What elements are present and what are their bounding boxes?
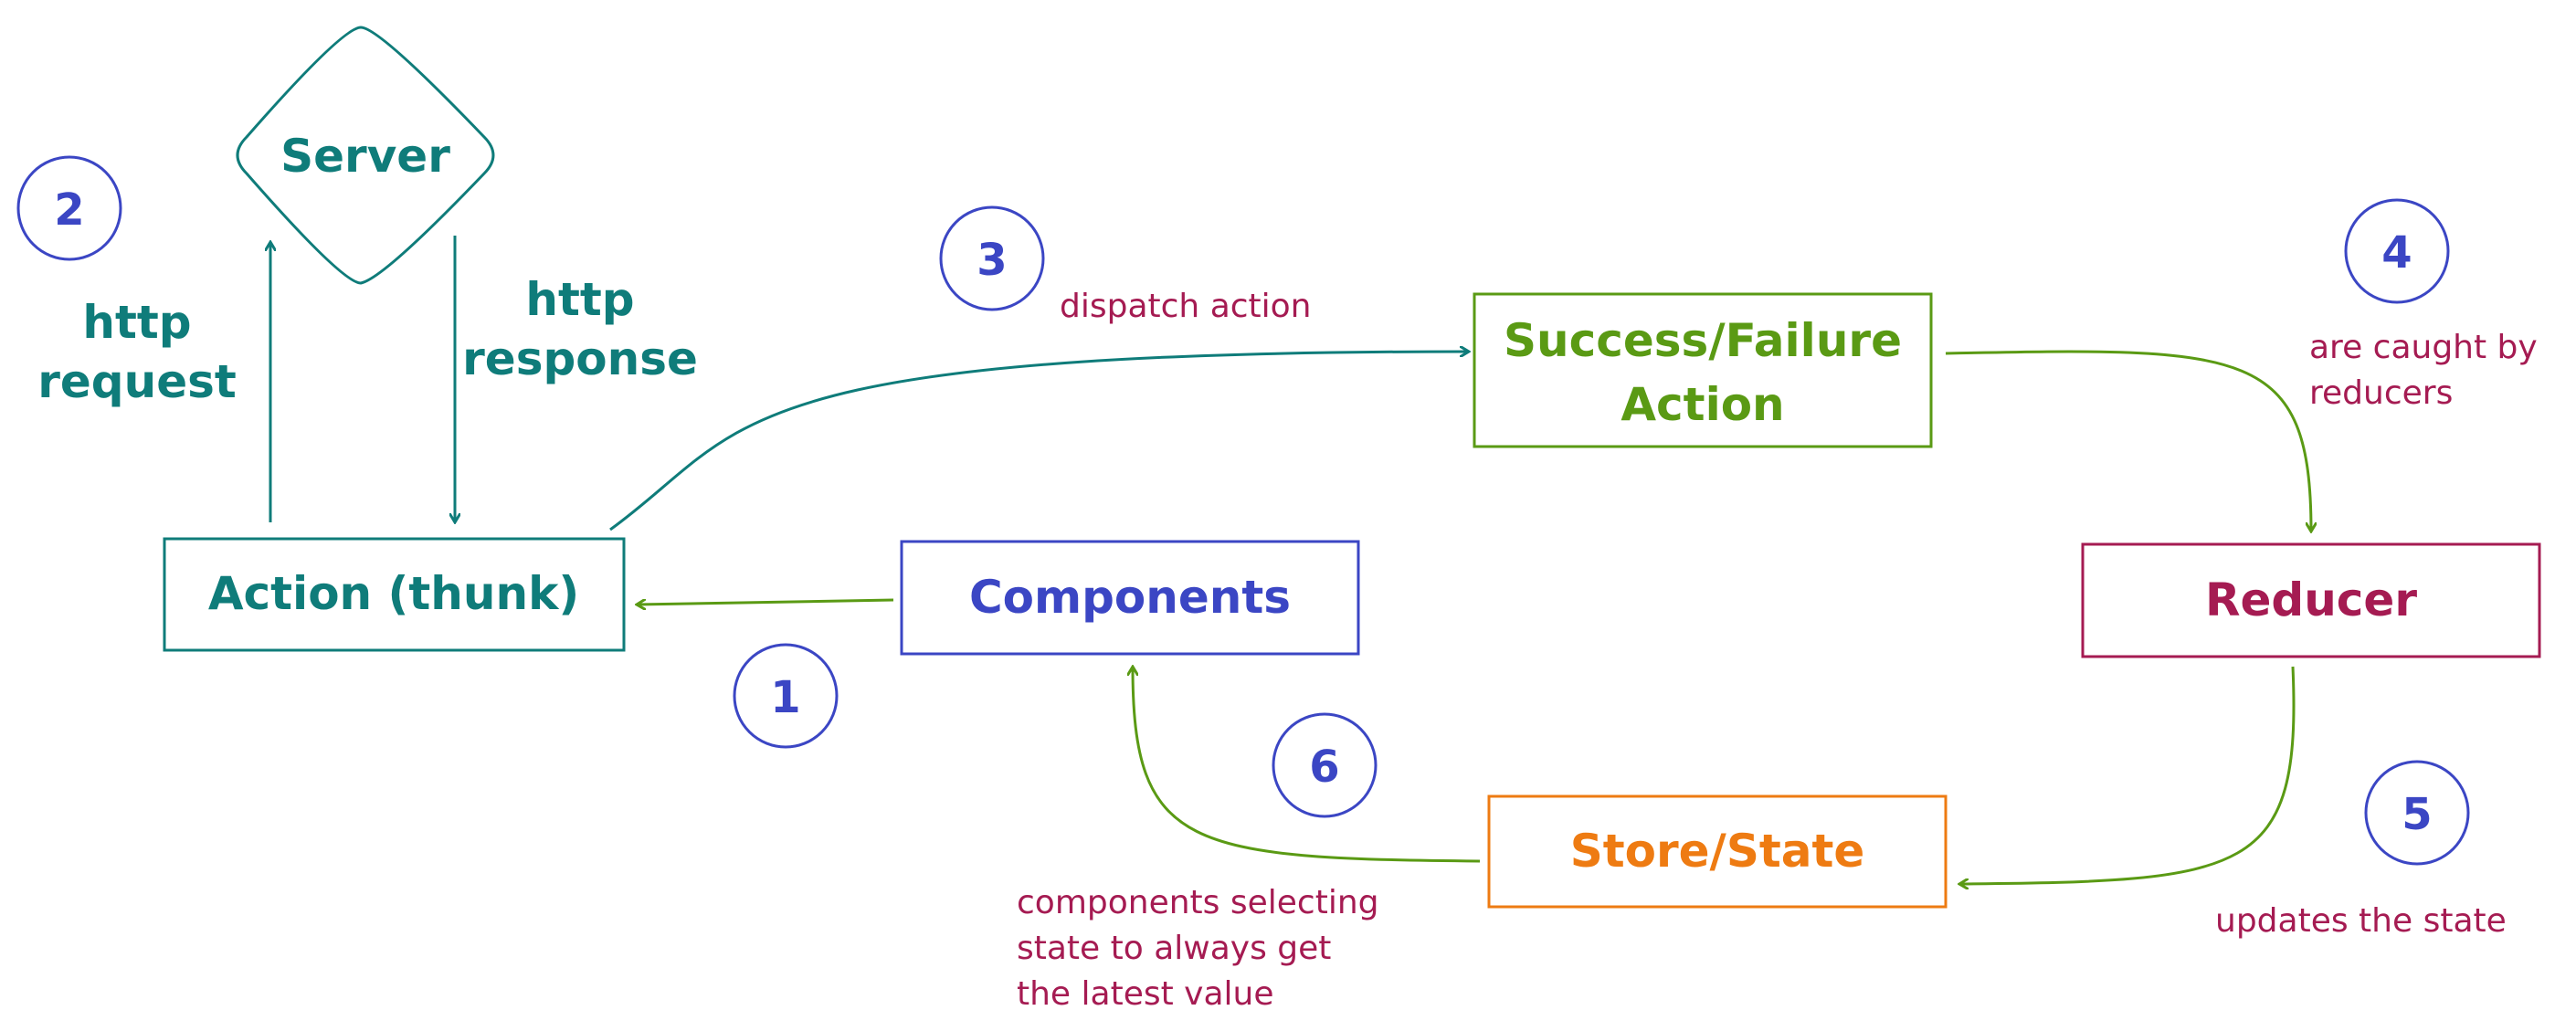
reducer-label: Reducer xyxy=(2205,573,2417,626)
step-badge-1: 1 xyxy=(733,643,839,749)
success-failure-action-node: Success/Failure Action xyxy=(1473,292,1933,448)
http-response-label-line2: response xyxy=(462,332,698,385)
step-number-1: 1 xyxy=(770,672,800,723)
success-failure-label-line2: Action xyxy=(1621,378,1784,431)
arrow-components-to-action xyxy=(637,598,894,605)
step-badge-6: 6 xyxy=(1272,712,1378,818)
server-label: Server xyxy=(280,130,450,183)
server-node: Server xyxy=(236,26,495,285)
step-number-2: 2 xyxy=(54,184,84,236)
step-badge-4: 4 xyxy=(2344,198,2450,304)
http-response-label-line1: http xyxy=(525,273,634,326)
caught-by-reducers-note-line2: reducers xyxy=(2309,374,2453,412)
selecting-state-note-line1: components selecting xyxy=(1017,884,1379,921)
step-badge-5: 5 xyxy=(2364,760,2470,866)
arrow-store-to-components xyxy=(1133,667,1481,863)
step-number-6: 6 xyxy=(1309,742,1339,793)
store-state-node: Store/State xyxy=(1487,794,1948,909)
step-badge-2: 2 xyxy=(16,155,122,261)
success-failure-label-line1: Success/Failure xyxy=(1504,314,1902,367)
arrow-dispatch-action xyxy=(609,352,1469,531)
selecting-state-note-line3: the latest value xyxy=(1017,975,1274,1013)
http-request-label-line2: request xyxy=(37,355,237,408)
arrow-reducer-to-store xyxy=(1959,666,2296,884)
updates-state-note: updates the state xyxy=(2215,902,2507,940)
action-thunk-node: Action (thunk) xyxy=(163,537,626,652)
arrow-success-to-reducer xyxy=(1945,350,2311,531)
components-label: Components xyxy=(969,571,1291,624)
store-state-label: Store/State xyxy=(1570,825,1865,878)
caught-by-reducers-note-line1: are caught by xyxy=(2309,329,2538,366)
reducer-node: Reducer xyxy=(2081,542,2541,658)
step-number-3: 3 xyxy=(977,235,1007,286)
dispatch-action-note: dispatch action xyxy=(1060,288,1312,325)
http-request-label-line1: http xyxy=(82,296,191,349)
step-number-5: 5 xyxy=(2402,789,2432,840)
selecting-state-note-line2: state to always get xyxy=(1017,930,1331,967)
step-number-4: 4 xyxy=(2381,227,2412,279)
step-badge-3: 3 xyxy=(939,205,1045,311)
components-node: Components xyxy=(900,540,1360,656)
action-thunk-label: Action (thunk) xyxy=(208,567,579,620)
